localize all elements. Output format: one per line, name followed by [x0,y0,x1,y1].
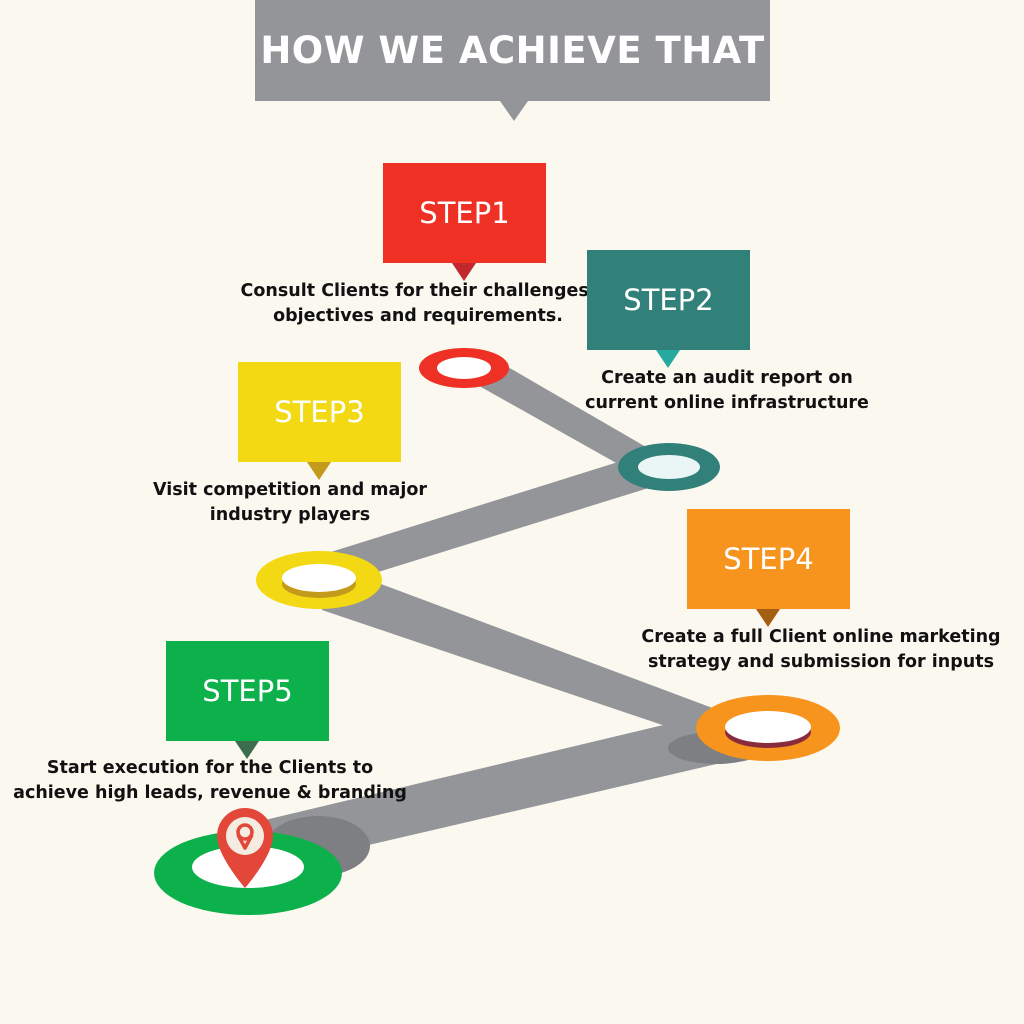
step2-box: STEP2 [587,250,750,350]
step2-description: Create an audit report on current online… [585,366,869,416]
step3-description-line2: industry players [209,505,371,525]
step5-description-line2: achieve high leads, revenue & branding [13,783,407,803]
step4-description-line2: strategy and submission for inputs [647,652,994,672]
step2-pointer [656,350,680,368]
step3-pointer [307,462,331,480]
step5-pointer [235,741,259,759]
title-banner-pointer [500,101,528,121]
milestone-ring-step4 [696,695,840,761]
step1-pointer [452,263,476,281]
step5-description: Start execution for the Clients to achie… [13,756,407,806]
step4-description: Create a full Client online marketing st… [641,625,1000,675]
step1-description: Consult Clients for their challenges, ob… [241,279,596,329]
step3-box: STEP3 [238,362,401,462]
milestone-ring-step2 [618,443,720,491]
step2-label: STEP2 [623,283,714,317]
road-segment-4-5 [240,700,768,875]
step5-description-line1: Start execution for the Clients to [46,758,374,778]
road-segment-3-4 [322,562,766,760]
step2-description-line2: current online infrastructure [585,393,869,413]
step4-pointer [756,609,780,627]
step4-label: STEP4 [723,542,814,576]
step3-description: Visit competition and major industry pla… [153,478,427,528]
step1-box: STEP1 [383,163,546,263]
title-banner: HOW WE ACHIEVE THAT [255,0,770,101]
step3-label: STEP3 [274,395,365,429]
milestone-ring-step3 [256,551,382,609]
step5-box: STEP5 [166,641,329,741]
step4-box: STEP4 [687,509,850,609]
step4-description-line1: Create a full Client online marketing [641,627,1001,647]
step3-description-line1: Visit competition and major [152,480,428,500]
step1-description-line1: Consult Clients for their challenges, [240,281,596,301]
step5-label: STEP5 [202,674,293,708]
road-segment-1-2 [465,352,672,482]
road-segment-2-3 [318,452,668,590]
step2-description-line1: Create an audit report on [601,368,853,388]
page-title: HOW WE ACHIEVE THAT [260,29,765,72]
location-pin-icon [217,808,273,888]
milestone-ring-step1 [419,348,509,388]
step1-description-line2: objectives and requirements. [273,306,563,326]
step1-label: STEP1 [419,196,510,230]
